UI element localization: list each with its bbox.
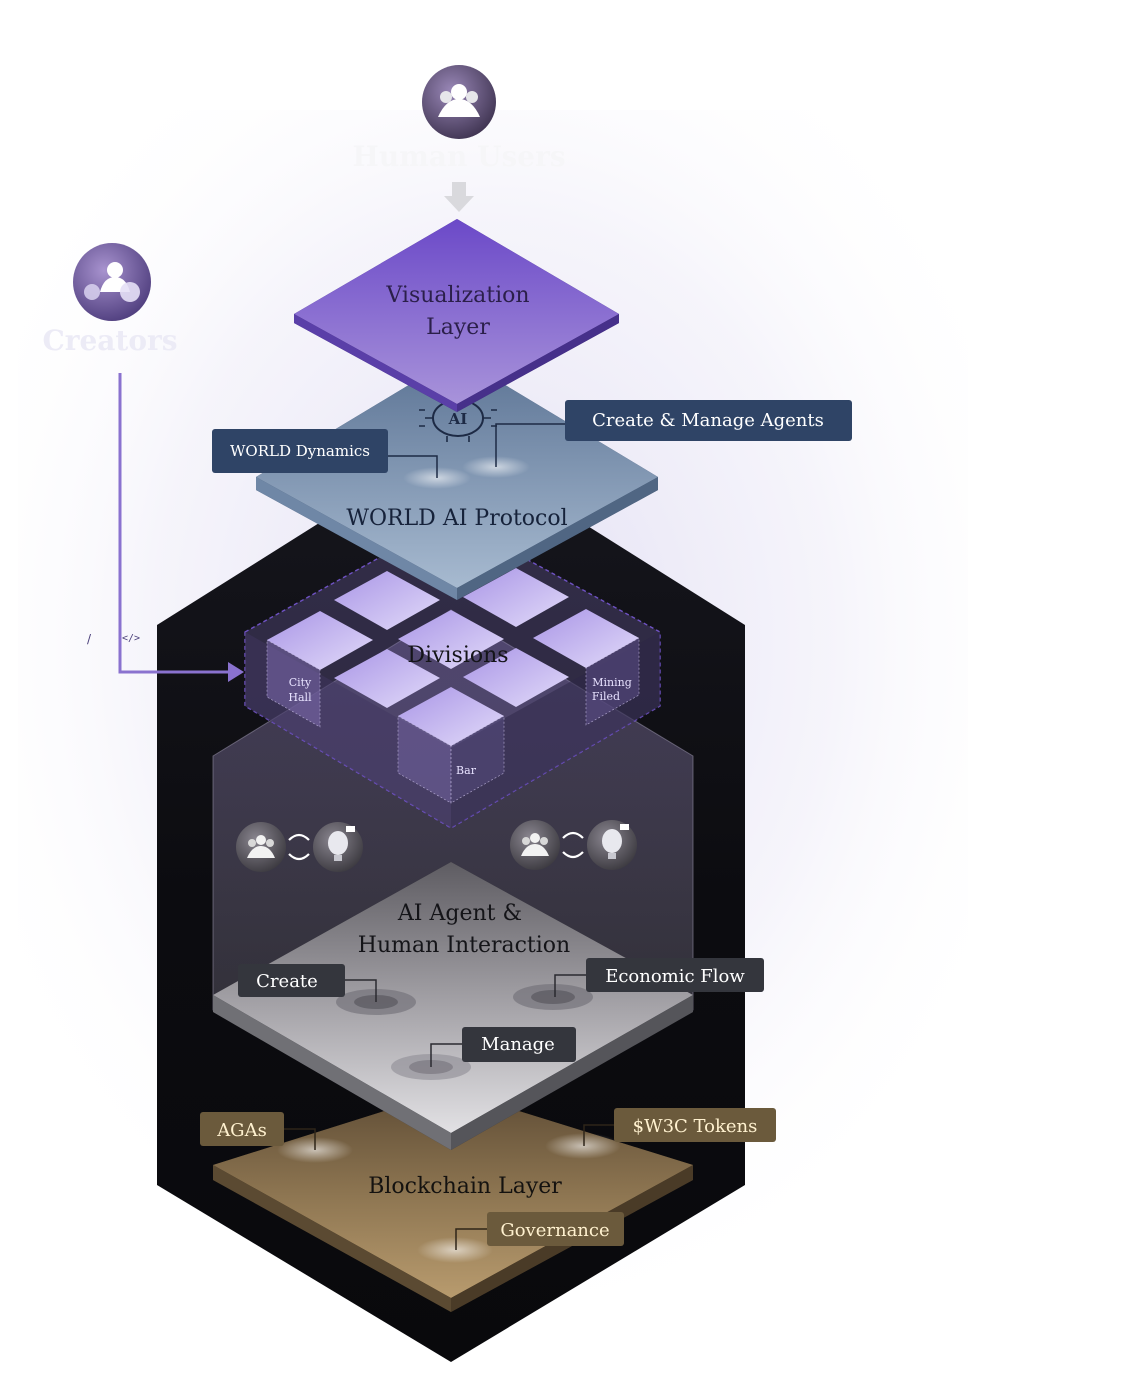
- division-tile[interactable]: [463, 648, 569, 707]
- agent-human-exchange-left: [236, 822, 363, 872]
- callout-manage[interactable]: Manage: [462, 1027, 576, 1062]
- division-tile[interactable]: [533, 609, 639, 668]
- protocol-title: WORLD AI Protocol: [346, 506, 567, 531]
- division-bar: Bar: [456, 764, 477, 777]
- divisions-layer: Divisions City Hall Mining Filed Bar: [244, 517, 661, 829]
- protocol-layer: WORLD AI Protocol AI: [256, 356, 658, 600]
- callout-world-dynamics-label: WORLD Dynamics: [230, 442, 370, 460]
- division-tile[interactable]: [398, 687, 504, 746]
- division-mining-line1: Mining: [592, 676, 632, 689]
- division-tile[interactable]: [267, 611, 373, 670]
- division-mining-line2: Filed: [592, 690, 620, 703]
- callout-manage-label: Manage: [481, 1034, 555, 1055]
- blockchain-layer: Blockchain Layer: [213, 1090, 693, 1312]
- division-tile[interactable]: [334, 571, 440, 630]
- callout-governance[interactable]: Governance: [487, 1212, 624, 1246]
- visualization-title-line2: Layer: [426, 315, 490, 340]
- creators-actor: Creators / </>: [42, 243, 244, 682]
- interaction-title-line1: AI Agent &: [397, 901, 522, 926]
- callout-create-label: Create: [256, 971, 318, 992]
- callout-w3c-tokens-label: $W3C Tokens: [633, 1116, 758, 1137]
- human-users-actor: Human Users: [352, 65, 566, 212]
- division-tile[interactable]: [334, 649, 440, 708]
- callout-governance-label: Governance: [500, 1220, 609, 1241]
- ai-chip-label: AI: [448, 410, 468, 428]
- divisions-title: Divisions: [407, 643, 508, 668]
- creators-flow-line: [118, 373, 230, 674]
- blockchain-layer-title: Blockchain Layer: [368, 1174, 562, 1199]
- division-city-hall-line1: City: [289, 676, 312, 689]
- callout-create-manage-agents-label: Create & Manage Agents: [592, 410, 824, 431]
- callout-economic-flow-label: Economic Flow: [605, 966, 745, 987]
- callout-agas[interactable]: AGAs: [200, 1112, 284, 1146]
- interaction-layer: AI Agent & Human Interaction: [213, 862, 693, 1150]
- exchange-arrows-icon: [562, 831, 584, 859]
- visualization-layer: Visualization Layer: [294, 219, 619, 412]
- down-arrow-icon: [444, 182, 474, 212]
- division-tile[interactable]: [398, 610, 504, 669]
- pen-tool-icon: /: [87, 632, 92, 646]
- agent-human-exchange-right: [510, 820, 637, 870]
- human-users-label: Human Users: [352, 140, 565, 173]
- interaction-title-line2: Human Interaction: [358, 933, 570, 958]
- division-tile[interactable]: [463, 568, 569, 627]
- division-city-hall-line2: Hall: [288, 691, 312, 704]
- creators-label: Creators: [42, 324, 177, 357]
- callout-economic-flow[interactable]: Economic Flow: [586, 958, 764, 992]
- callout-world-dynamics[interactable]: WORLD Dynamics: [212, 429, 388, 473]
- right-arrow-icon: [228, 662, 244, 682]
- visualization-title-line1: Visualization: [385, 283, 529, 308]
- callout-create-manage-agents[interactable]: Create & Manage Agents: [565, 400, 852, 441]
- exchange-arrows-icon: [288, 833, 310, 861]
- callout-w3c-tokens[interactable]: $W3C Tokens: [614, 1108, 776, 1142]
- callout-create[interactable]: Create: [238, 964, 345, 997]
- callout-agas-label: AGAs: [216, 1120, 267, 1141]
- code-tool-icon: </>: [122, 633, 140, 644]
